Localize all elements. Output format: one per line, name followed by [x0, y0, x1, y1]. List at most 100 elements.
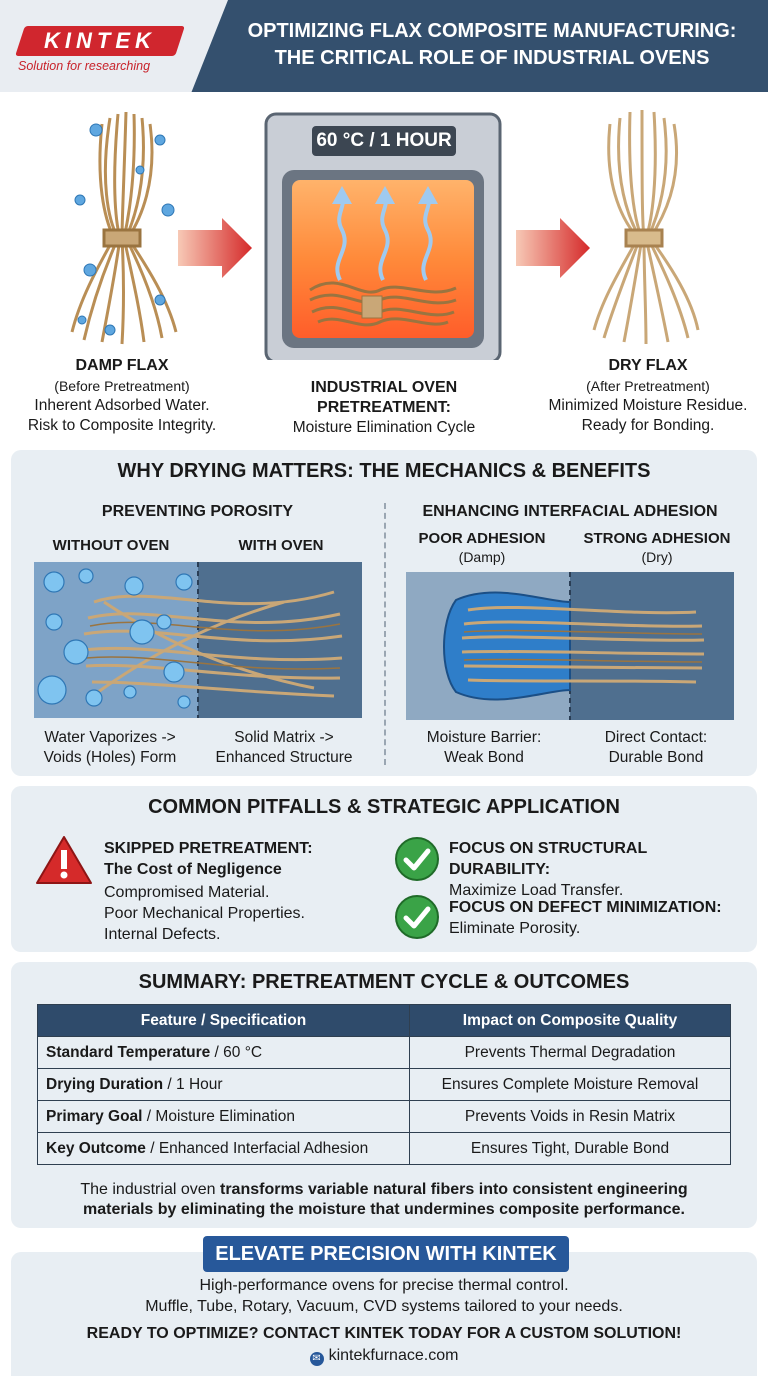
caption-line: Solid Matrix ->: [234, 729, 334, 746]
page-title: OPTIMIZING FLAX COMPOSITE MANUFACTURING:…: [222, 18, 762, 72]
note-text: The industrial oven: [80, 1181, 220, 1198]
note-bold: materials by eliminating the moisture th…: [83, 1201, 685, 1218]
table-row: Primary Goal / Moisture Elimination Prev…: [37, 1100, 731, 1133]
warning-line: Poor Mechanical Properties.: [104, 905, 305, 922]
table-cell: Ensures Complete Moisture Removal: [409, 1068, 731, 1101]
table-header: Impact on Composite Quality: [409, 1004, 731, 1037]
row-value: / Moisture Elimination: [142, 1107, 295, 1125]
table-header: Feature / Specification: [37, 1004, 410, 1037]
table-cell: Ensures Tight, Durable Bond: [409, 1132, 731, 1165]
arrow-icon: [178, 218, 252, 278]
oven-title-2: PRETREATMENT:: [317, 399, 451, 416]
cta-panel: [11, 1252, 757, 1376]
summary-title: SUMMARY: PRETREATMENT CYCLE & OUTCOMES: [138, 971, 630, 993]
oven-label: INDUSTRIAL OVEN PRETREATMENT: Moisture E…: [254, 378, 514, 438]
row-key: Primary Goal: [46, 1107, 143, 1125]
defect-block: FOCUS ON DEFECT MINIMIZATION: Eliminate …: [449, 897, 749, 939]
title-line-2: THE CRITICAL ROLE OF INDUSTRIAL OVENS: [274, 47, 710, 69]
damp-line-1: Inherent Adsorbed Water.: [34, 397, 210, 414]
table-cell: Key Outcome / Enhanced Interfacial Adhes…: [37, 1132, 410, 1165]
defect-title: FOCUS ON DEFECT MINIMIZATION:: [449, 899, 722, 916]
without-oven-label: WITHOUT OVEN: [52, 537, 170, 554]
row-key: Key Outcome: [46, 1139, 146, 1157]
warning-subtitle: The Cost of Negligence: [104, 861, 282, 878]
row-key: Standard Temperature: [46, 1043, 211, 1061]
strong-adhesion-label: STRONG ADHESION (Dry): [572, 530, 742, 566]
pitfalls-title: COMMON PITFALLS & STRATEGIC APPLICATION: [148, 796, 620, 818]
table-cell: Prevents Voids in Resin Matrix: [409, 1100, 731, 1133]
with-oven-label: WITH OVEN: [238, 537, 324, 554]
damp-title: DAMP FLAX: [75, 357, 169, 374]
note-bold: transforms variable natural fibers into …: [219, 1181, 688, 1198]
porosity-title: PREVENTING POROSITY: [101, 503, 294, 520]
process-illustration: [70, 109, 700, 360]
table-row: Key Outcome / Enhanced Interfacial Adhes…: [37, 1132, 731, 1165]
table-row: Standard Temperature / 60 °C Prevents Th…: [37, 1036, 731, 1069]
dry-flax-label: DRY FLAX (After Pretreatment) Minimized …: [528, 356, 768, 436]
adhesion-caption-left: Moisture Barrier: Weak Bond: [398, 728, 570, 768]
warning-line: Internal Defects.: [104, 926, 221, 943]
title-line-1: OPTIMIZING FLAX COMPOSITE MANUFACTURING:: [247, 20, 737, 42]
dry-line-2: Ready for Bonding.: [581, 417, 715, 434]
warning-line: Compromised Material.: [104, 884, 270, 901]
defect-text: Eliminate Porosity.: [449, 920, 581, 937]
pitfalls-panel: [11, 786, 757, 952]
row-value: / Enhanced Interfacial Adhesion: [145, 1139, 369, 1157]
table-cell: Primary Goal / Moisture Elimination: [37, 1100, 410, 1133]
row-value: / 1 Hour: [163, 1075, 223, 1093]
damp-line-2: Risk to Composite Integrity.: [27, 417, 217, 434]
table-cell: Standard Temperature / 60 °C: [37, 1036, 410, 1069]
dry-line-1: Minimized Moisture Residue.: [548, 397, 748, 414]
damp-flax-label: DAMP FLAX (Before Pretreatment) Inherent…: [2, 356, 242, 436]
check-icon: [395, 895, 439, 939]
summary-note: The industrial oven transforms variable …: [20, 1180, 748, 1220]
adhesion-illustration: [406, 572, 734, 720]
warning-block: SKIPPED PRETREATMENT: The Cost of Neglig…: [104, 838, 374, 945]
durability-text: Maximize Load Transfer.: [449, 882, 624, 899]
adhesion-title: ENHANCING INTERFACIAL ADHESION: [422, 503, 718, 520]
durability-block: FOCUS ON STRUCTURAL DURABILITY: Maximize…: [449, 838, 749, 901]
water-drops: [74, 123, 175, 336]
caption-line: Voids (Holes) Form: [43, 749, 177, 766]
email-icon: ✉: [309, 1352, 324, 1366]
logo: KINTEK: [44, 28, 156, 53]
caption-line: Durable Bond: [608, 749, 704, 766]
poor-adhesion-text: POOR ADHESION: [418, 530, 546, 547]
damp-flax-icon: [70, 111, 178, 345]
porosity-caption-left: Water Vaporizes -> Voids (Holes) Form: [24, 728, 196, 768]
warning-icon: [36, 836, 92, 884]
dry-title: DRY FLAX: [608, 357, 688, 374]
row-value: / 60 °C: [210, 1043, 263, 1061]
bubble-icon: [37, 568, 193, 709]
caption-line: Direct Contact:: [604, 729, 708, 746]
website-link[interactable]: kintekfurnace.com: [328, 1347, 459, 1364]
oven-icon: [264, 112, 502, 360]
table-cell: Drying Duration / 1 Hour: [37, 1068, 410, 1101]
table-cell: Prevents Thermal Degradation: [409, 1036, 731, 1069]
adhesion-caption-right: Direct Contact: Durable Bond: [570, 728, 742, 768]
oven-title-1: INDUSTRIAL OVEN: [310, 379, 458, 396]
table-header-row: Feature / Specification Impact on Compos…: [37, 1004, 731, 1037]
strong-adhesion-sub: (Dry): [641, 549, 673, 565]
poor-adhesion-label: POOR ADHESION (Damp): [404, 530, 560, 566]
caption-line: Enhanced Structure: [215, 749, 353, 766]
durability-title: FOCUS ON STRUCTURAL DURABILITY:: [449, 840, 647, 878]
summary-table: Feature / Specification Impact on Compos…: [37, 1004, 731, 1165]
arrow-icon: [516, 218, 590, 278]
strong-adhesion-text: STRONG ADHESION: [583, 530, 731, 547]
cta-banner: ELEVATE PRECISION WITH KINTEK: [203, 1236, 569, 1272]
oven-display: 60 °C / 1 HOUR: [316, 130, 452, 151]
caption-line: Water Vaporizes ->: [44, 729, 176, 746]
table-row: Drying Duration / 1 Hour Ensures Complet…: [37, 1068, 731, 1101]
damp-sub: (Before Pretreatment): [54, 378, 190, 394]
warning-title: SKIPPED PRETREATMENT:: [104, 840, 313, 857]
row-key: Drying Duration: [46, 1075, 164, 1093]
dry-sub: (After Pretreatment): [586, 378, 710, 394]
why-title: WHY DRYING MATTERS: THE MECHANICS & BENE…: [117, 460, 651, 482]
dry-flax-icon: [592, 109, 700, 345]
check-icon: [395, 837, 439, 881]
cta-line: High-performance ovens for precise therm…: [199, 1277, 569, 1294]
caption-line: Weak Bond: [444, 749, 524, 766]
poor-adhesion-sub: (Damp): [458, 549, 506, 565]
cta-line: Muffle, Tube, Rotary, Vacuum, CVD system…: [145, 1298, 623, 1315]
